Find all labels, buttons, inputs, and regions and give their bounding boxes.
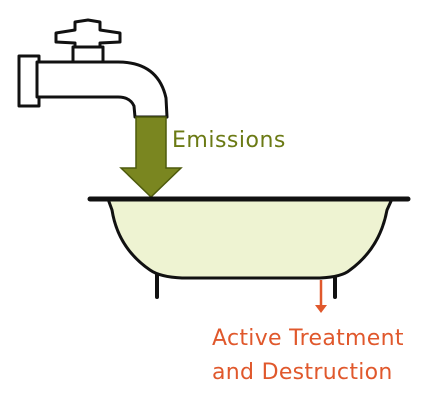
emissions-label: Emissions xyxy=(172,128,286,153)
emissions-arrow-icon xyxy=(119,116,183,199)
faucet-icon xyxy=(17,18,169,119)
outflow-label-line2: and Destruction xyxy=(212,360,393,385)
active-treatment-label: Active Treatment and Destruction xyxy=(212,322,404,390)
outflow-label-line1: Active Treatment xyxy=(212,326,404,351)
down-arrow-icon xyxy=(315,280,327,313)
bathtub-icon xyxy=(106,197,394,280)
